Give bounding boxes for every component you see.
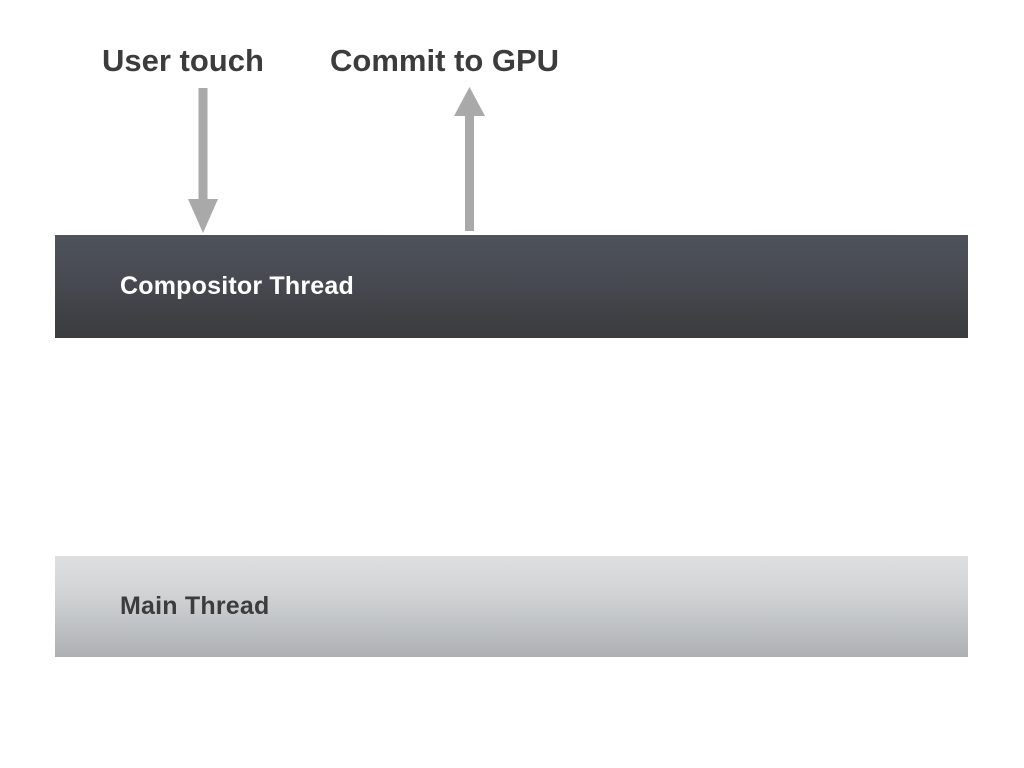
lane-main-thread: Main Thread [55,556,968,657]
lane-label-main-thread: Main Thread [120,592,270,620]
lane-compositor-thread: Compositor Thread [55,235,968,338]
lane-label-compositor-thread: Compositor Thread [120,272,354,300]
annotation-label-user-touch: User touch [102,43,264,78]
arrow-down-icon [188,88,218,233]
arrow-up-icon [454,87,485,231]
annotation-label-commit-to-gpu: Commit to GPU [330,43,560,78]
